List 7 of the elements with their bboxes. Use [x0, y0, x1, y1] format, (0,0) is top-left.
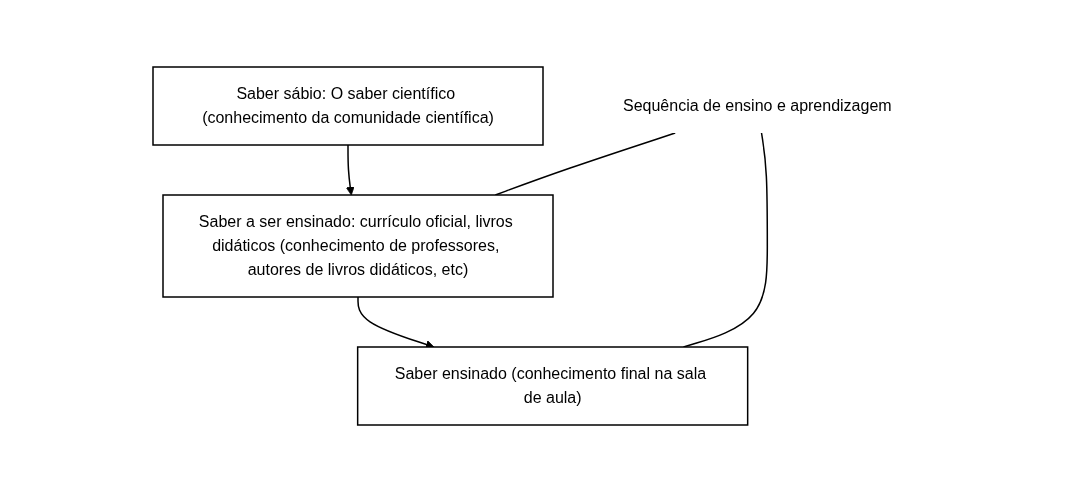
arrow [345, 144, 355, 196]
node-box: Saber sábio: O saber científico (conhecimento da comunidade científica) [151, 66, 544, 146]
node-text: Sequência de ensino e aprendizagem [622, 97, 892, 114]
node-box: Saber ensinado (conhecimento final na sala de aula) [356, 346, 749, 426]
arrow [356, 296, 435, 349]
node-box: Saber a ser ensinado: currículo oficial, livros didáticos (conhecimento de professores, autores de livros didáticos, etc) [161, 194, 554, 298]
connector [494, 132, 676, 196]
